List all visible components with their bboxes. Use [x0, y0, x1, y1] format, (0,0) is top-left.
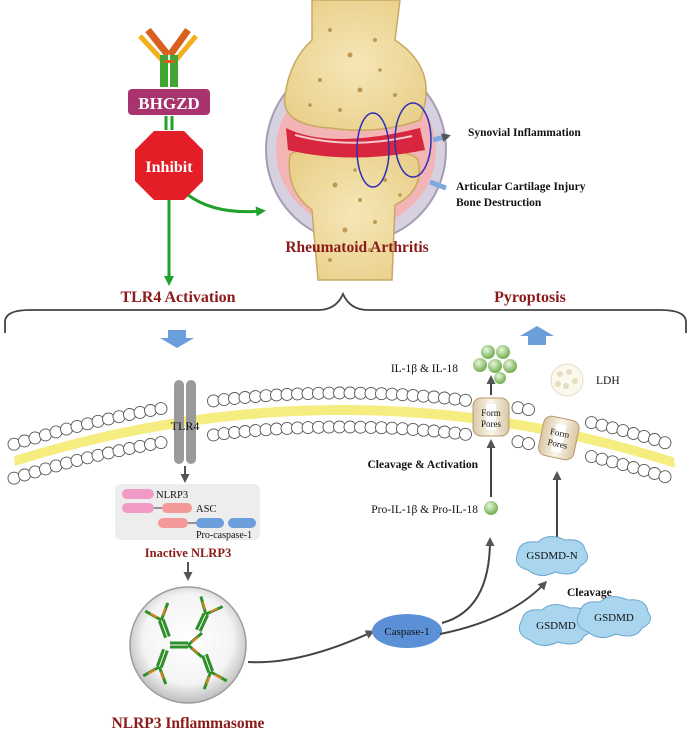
caspase-1: [372, 614, 442, 648]
inflammasome-unit: [170, 631, 203, 659]
gsdmd-blob-2: [576, 596, 651, 638]
il-release-label: IL-1β & IL-18: [391, 363, 458, 375]
inflammasome-unit: [142, 648, 169, 685]
il-cluster: [473, 345, 517, 384]
drug-box: BHGZD: [128, 89, 210, 115]
lipid-head: [144, 438, 157, 451]
lipid-head: [49, 425, 63, 439]
lipid-head: [81, 417, 94, 431]
arrow-to-caspase: [247, 630, 375, 664]
lipid-head: [112, 444, 126, 458]
lipid-head: [81, 451, 94, 465]
joint-illustration: [265, 0, 447, 281]
disease-name: Rheumatoid Arthritis: [285, 239, 428, 256]
lipid-head: [102, 446, 115, 460]
lipid-head: [511, 401, 525, 415]
inflammasome-cell: [129, 586, 247, 704]
antibody-icon: [138, 27, 198, 87]
inflammasome-unit: [144, 602, 171, 639]
lipid-head: [595, 418, 609, 432]
asc-label: ASC: [196, 504, 216, 515]
lipid-head: [133, 439, 147, 453]
tlr4-activation-title: TLR4 Activation: [120, 289, 235, 306]
inactive-nlrp3-title: Inactive NLRP3: [145, 546, 231, 560]
lipid-head: [91, 448, 105, 462]
lipid-head: [154, 436, 168, 450]
inflammasome-title: NLRP3 Inflammasome: [112, 715, 265, 732]
lipid-head: [70, 419, 84, 433]
pore-1-label-line2: Pores: [481, 419, 501, 429]
lipid-head: [70, 453, 84, 467]
lipid-head: [459, 393, 472, 407]
inhibit-arrow-joint: [187, 193, 266, 217]
gsdmd-n-blob: [515, 536, 589, 576]
lipid-head: [522, 437, 535, 451]
lipid-head: [102, 412, 115, 426]
lipid-head: [585, 450, 598, 464]
lipid-head: [91, 414, 105, 428]
cleavage-activation-label: Cleavage & Activation: [367, 459, 478, 471]
lipid-head: [595, 452, 609, 466]
lipid-head: [522, 403, 535, 417]
synovial-arrow: [432, 133, 451, 143]
up-arrow-pyroptosis: [520, 326, 554, 345]
lipid-head: [154, 402, 168, 416]
drug-name: BHGZD: [138, 94, 199, 113]
pro-il-label: Pro-IL-1β & Pro-IL-18: [371, 504, 478, 516]
pore-1-label-line1: Form: [481, 408, 501, 418]
pore-2-label-line2: Pores: [547, 437, 569, 451]
cartilage-arrow: [429, 179, 447, 191]
brace: [4, 291, 687, 333]
lipid-head: [133, 405, 147, 419]
pyroptosis-title: Pyroptosis: [494, 289, 566, 306]
synovial-inflammation-label: Synovial Inflammation: [468, 127, 581, 139]
lipid-head: [49, 459, 63, 473]
bone-destruction-label: Bone Destruction: [456, 197, 542, 209]
arrow-caspase-to-prolL: [441, 537, 495, 624]
tlr4-label: TLR4: [171, 419, 200, 433]
inflammasome-unit: [195, 596, 224, 632]
gsdmd-n-label: GSDMD-N: [526, 550, 577, 562]
lipid-head: [606, 455, 619, 469]
inhibit-label: Inhibit: [145, 159, 193, 176]
lipid-head: [60, 422, 73, 436]
nlrp3-label: NLRP3: [156, 490, 188, 501]
lipid-head: [144, 404, 157, 417]
pro-caspase-label: Pro-caspase-1: [196, 530, 252, 541]
cartilage-injury-label: Articular Cartilage Injury: [456, 181, 586, 193]
pro-il-ball: [484, 501, 498, 515]
gsdmd-label-1: GSDMD: [536, 620, 576, 632]
pore-1: [472, 397, 510, 437]
lipid-head: [459, 427, 472, 441]
ldh-label: LDH: [596, 375, 620, 387]
lipid-head: [606, 421, 619, 435]
caspase-1-label: Caspase-1: [384, 626, 429, 638]
lipid-head: [60, 456, 73, 470]
tlr4-receptor: [174, 380, 196, 464]
arrow-caspase-to-gsdmd: [439, 580, 548, 635]
lipid-head: [511, 435, 525, 449]
lipid-head: [658, 470, 672, 484]
lipid-head: [112, 410, 126, 424]
inflammasome-unit: [201, 653, 228, 690]
down-arrow-tlr4: [160, 330, 194, 348]
ldh-vesicle: [550, 363, 584, 397]
inhibit-stop-sign: Inhibit: [135, 131, 203, 200]
lipid-head: [123, 408, 136, 421]
gsdmd-label-2: GSDMD: [594, 612, 634, 624]
lipid-head: [123, 442, 136, 455]
pore-2-label-line1: Form: [549, 426, 570, 440]
pore-2: Form Pores: [538, 415, 580, 461]
cleavage-label: Cleavage: [567, 587, 612, 599]
lipid-head: [585, 416, 598, 430]
lipid-head: [658, 436, 672, 450]
inactive-nlrp3-complex: [115, 484, 260, 540]
